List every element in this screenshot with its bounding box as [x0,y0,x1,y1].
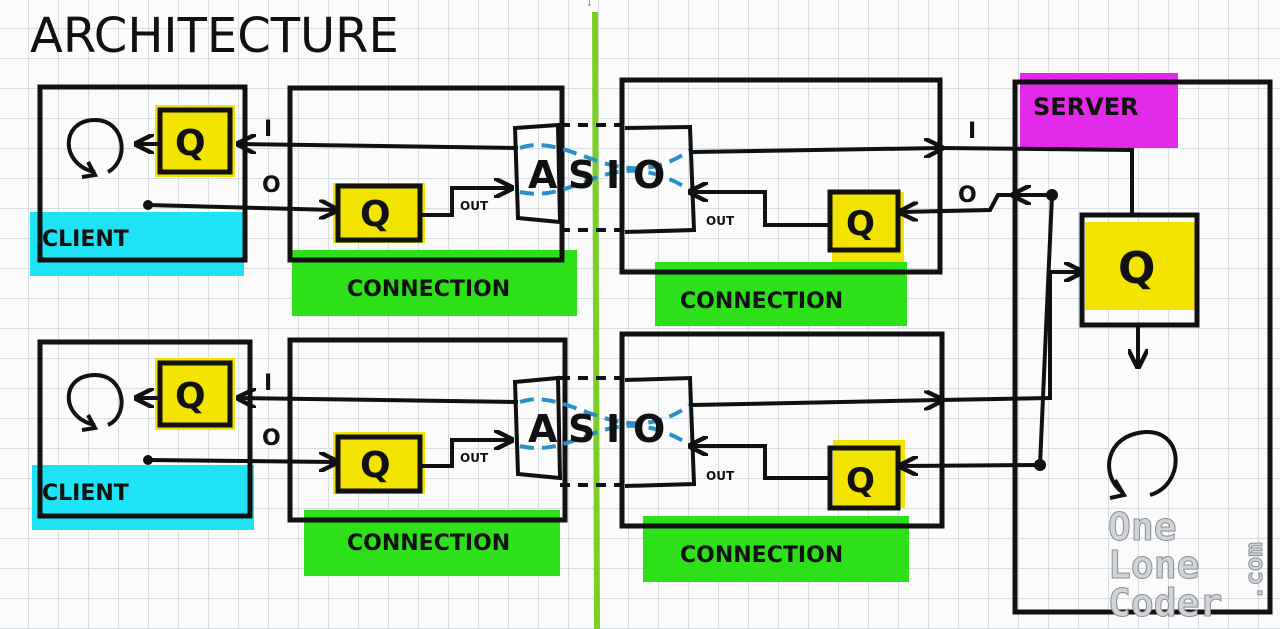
queue-label: Q [175,376,206,417]
connection-label: CONNECTION [347,531,510,556]
connection-box [619,77,943,275]
watermark: One Lone Coder .com [1108,505,1269,626]
client-1: CLIENT Q [30,84,248,276]
connection-label: CONNECTION [347,277,510,302]
watermark-line-1: One [1108,505,1177,549]
asio-socket-right [624,124,697,234]
queue-label: Q [1118,243,1155,294]
asio-socket-right [624,375,697,488]
asio-letter: O [633,153,665,197]
out-label: OUT [460,451,489,465]
asio-socket-left [512,122,563,225]
client-label-bg [30,212,244,276]
client-2: CLIENT Q [32,339,254,530]
client-in-queue [157,107,233,175]
watermark-suffix: .com [1240,542,1268,600]
loop-icon [66,117,124,174]
loop-icon [66,372,124,427]
output-label: O [958,183,977,208]
client-box [37,84,248,263]
server: SERVER Q I O [902,73,1273,615]
asio-link-2: A S I O [519,376,692,487]
queue-highlight [155,105,235,177]
out-label: OUT [706,214,735,228]
connection-server-1: CONNECTION Q OUT [619,77,943,326]
asio-letter: O [633,407,665,451]
queue-label: Q [846,461,875,501]
svg-text:↓: ↓ [586,0,593,8]
watermark-line-3: Coder [1108,581,1222,625]
input-label: I [264,117,272,142]
loop-icon [1107,429,1178,497]
output-label: O [262,426,281,451]
server-label-bg [1020,73,1178,148]
connection-client-1: CONNECTION Q O I OUT [147,85,577,316]
asio-letter: A [528,407,558,451]
client-box [37,339,253,519]
server-box [1012,79,1273,615]
queue-label: Q [360,194,391,235]
connection-client-2: CONNECTION Q O I OUT [147,337,568,576]
queue-label: Q [175,123,206,164]
asio-letter: I [606,407,620,451]
queue-label: Q [846,204,875,244]
client-in-queue [157,360,233,428]
asio-socket-left [512,375,563,481]
input-label: I [968,119,976,144]
out-label: OUT [706,469,735,483]
out-label: OUT [460,199,489,213]
connection-box [619,331,945,529]
client-label-bg [32,465,254,530]
page-title: ARCHITECTURE [30,8,399,64]
client-label: CLIENT [42,481,129,506]
network-divider [592,11,600,629]
asio-letter: A [528,153,558,197]
connection-box [287,337,568,523]
asio-letter: I [606,153,620,197]
input-label: I [264,371,272,396]
connection-server-2: CONNECTION Q OUT [619,331,945,582]
server-label: SERVER [1033,93,1139,121]
asio-link-1: A S I O [519,123,692,232]
queue-label: Q [360,445,391,486]
asio-letter: S [568,153,595,197]
connection-box [287,85,565,263]
output-label: O [262,173,281,198]
connection-label: CONNECTION [680,543,843,568]
asio-letter: S [568,407,595,451]
watermark-line-2: Lone [1108,543,1200,587]
client-label: CLIENT [42,227,129,252]
connection-label: CONNECTION [680,289,843,314]
